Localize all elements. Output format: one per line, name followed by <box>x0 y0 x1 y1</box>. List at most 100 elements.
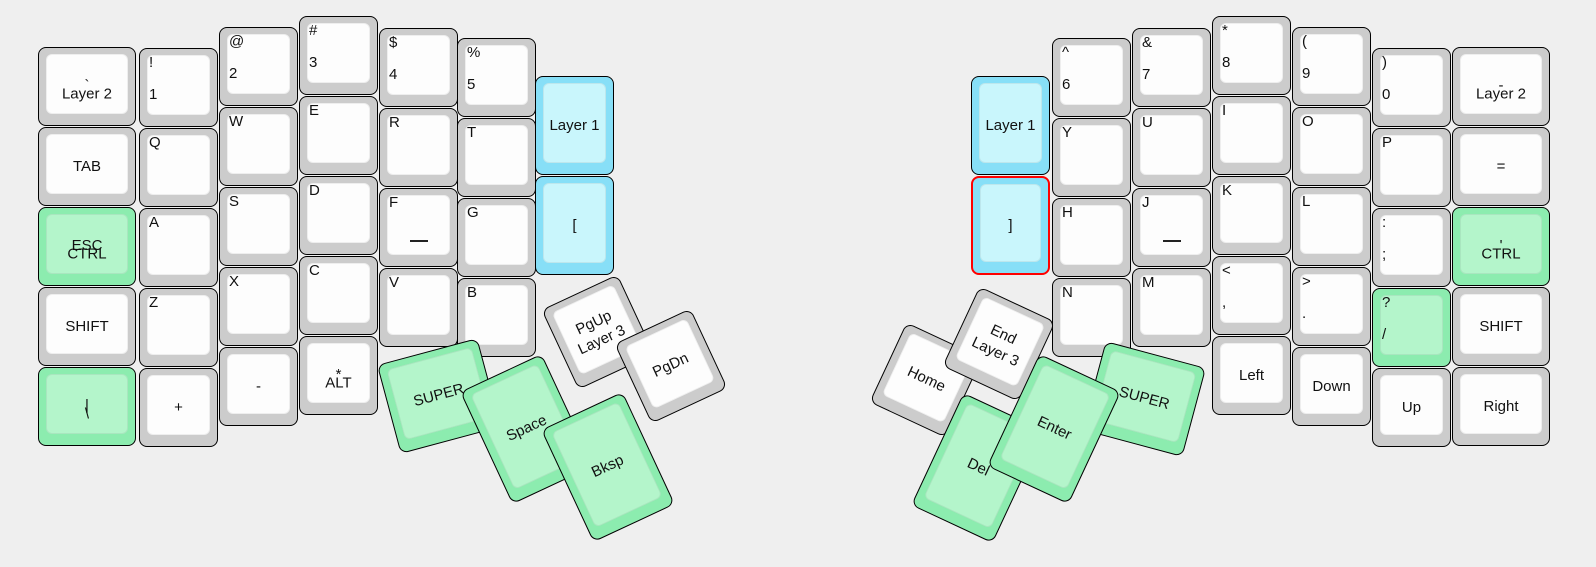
key-semicolon[interactable]: :; <box>1372 208 1451 287</box>
keycap-surface <box>46 214 128 274</box>
keycap-surface <box>1140 275 1203 335</box>
key-pipe-backslash[interactable]: |\ <box>38 367 136 446</box>
key-comma[interactable]: <, <box>1212 256 1291 335</box>
key-legend-main: [ <box>572 216 577 234</box>
key-legend-top: - <box>1498 76 1504 94</box>
key-plus[interactable]: + <box>139 368 218 447</box>
keycap-surface <box>147 295 210 355</box>
key-o[interactable]: O <box>1292 107 1371 186</box>
key-minus[interactable]: - <box>219 347 298 426</box>
key-layer1-left[interactable]: Layer 1 <box>535 76 614 175</box>
key-slash[interactable]: ?/ <box>1372 288 1451 367</box>
keycap-surface <box>465 125 528 185</box>
key-3[interactable]: #3 <box>299 16 378 95</box>
key-legend-main: ; <box>1382 246 1387 263</box>
key-5[interactable]: %5 <box>457 38 536 117</box>
key-up[interactable]: Up <box>1372 368 1451 447</box>
key-u[interactable]: U <box>1132 108 1211 187</box>
key-0[interactable]: )0 <box>1372 48 1451 127</box>
key-legend-top: % <box>467 44 481 61</box>
key-g[interactable]: G <box>457 198 536 277</box>
keycap-surface <box>1060 45 1123 105</box>
key-4[interactable]: $4 <box>379 28 458 107</box>
key-v[interactable]: V <box>379 268 458 347</box>
keycap-surface <box>46 294 128 354</box>
key-right[interactable]: Right <box>1452 367 1550 446</box>
key-l[interactable]: L <box>1292 187 1371 266</box>
key-legend-main: 8 <box>1222 54 1231 71</box>
keycap-surface <box>307 23 370 83</box>
keycap-surface <box>307 183 370 243</box>
key-legend-top: $ <box>389 34 398 51</box>
keycap-surface <box>543 83 606 163</box>
key-m[interactable]: M <box>1132 268 1211 347</box>
key-alt[interactable]: *ALT <box>299 336 378 415</box>
key-left[interactable]: Left <box>1212 336 1291 415</box>
key-p[interactable]: P <box>1372 128 1451 207</box>
key-9[interactable]: (9 <box>1292 27 1371 106</box>
key-legend-top: J <box>1142 194 1150 211</box>
key-legend-main: / <box>1382 326 1387 343</box>
key-layer2-tilde[interactable]: `Layer 2 <box>38 47 136 126</box>
key-legend-main: Layer 1 <box>985 116 1036 134</box>
key-bracket-left[interactable]: [ <box>535 176 614 275</box>
key-equal[interactable]: = <box>1452 127 1550 206</box>
key-q[interactable]: Q <box>139 128 218 207</box>
key-2[interactable]: @2 <box>219 27 298 106</box>
keycap-surface <box>227 274 290 334</box>
key-r[interactable]: R <box>379 108 458 187</box>
key-layer2-minus[interactable]: -Layer 2 <box>1452 47 1550 126</box>
keycap-surface <box>1300 274 1363 334</box>
key-legend-main: 9 <box>1302 65 1311 82</box>
key-a[interactable]: A <box>139 208 218 287</box>
keycap-surface <box>1060 205 1123 265</box>
key-j[interactable]: J <box>1132 188 1211 267</box>
key-legend-main: Up <box>1401 398 1422 416</box>
key-t[interactable]: T <box>457 118 536 197</box>
key-e[interactable]: E <box>299 96 378 175</box>
key-shift-right[interactable]: SHIFT <box>1452 287 1550 366</box>
key-legend-main: Layer 1 <box>549 116 600 134</box>
key-6[interactable]: ^6 <box>1052 38 1131 117</box>
key-layer1-right[interactable]: Layer 1 <box>971 76 1050 175</box>
key-quote-ctrl[interactable]: 'CTRL <box>1452 207 1550 286</box>
key-legend-top: : <box>1382 214 1387 231</box>
key-legend-main: SHIFT <box>1479 317 1523 335</box>
key-legend-main: 0 <box>1382 86 1391 103</box>
key-s[interactable]: S <box>219 187 298 266</box>
key-d[interactable]: D <box>299 176 378 255</box>
key-legend-top: L <box>1302 193 1311 210</box>
key-b[interactable]: B <box>457 278 536 357</box>
key-1[interactable]: !1 <box>139 48 218 127</box>
key-k[interactable]: K <box>1212 176 1291 255</box>
key-legend-main: - <box>256 377 261 395</box>
key-z[interactable]: Z <box>139 288 218 367</box>
key-7[interactable]: &7 <box>1132 28 1211 107</box>
keycap-surface <box>387 35 450 95</box>
keycap-surface <box>980 184 1041 262</box>
key-tab[interactable]: TAB <box>38 127 136 206</box>
keycap-surface <box>147 135 210 195</box>
key-8[interactable]: *8 <box>1212 16 1291 95</box>
key-bracket-right[interactable]: ] <box>971 176 1050 275</box>
key-c[interactable]: C <box>299 256 378 335</box>
keycap-surface <box>1140 115 1203 175</box>
keycap-surface <box>1060 125 1123 185</box>
key-legend-main: Layer 2 <box>1475 85 1527 103</box>
key-x[interactable]: X <box>219 267 298 346</box>
key-legend-main: 6 <box>1062 76 1071 93</box>
keycap-surface <box>1460 134 1542 194</box>
keycap-surface <box>1300 194 1363 254</box>
key-down[interactable]: Down <box>1292 347 1371 426</box>
key-shift-left[interactable]: SHIFT <box>38 287 136 366</box>
key-y[interactable]: Y <box>1052 118 1131 197</box>
key-f[interactable]: F <box>379 188 458 267</box>
key-i[interactable]: I <box>1212 96 1291 175</box>
key-period[interactable]: >. <box>1292 267 1371 346</box>
key-w[interactable]: W <box>219 107 298 186</box>
key-h[interactable]: H <box>1052 198 1131 277</box>
key-legend-top: S <box>229 193 240 210</box>
key-legend-main: 4 <box>389 66 398 83</box>
